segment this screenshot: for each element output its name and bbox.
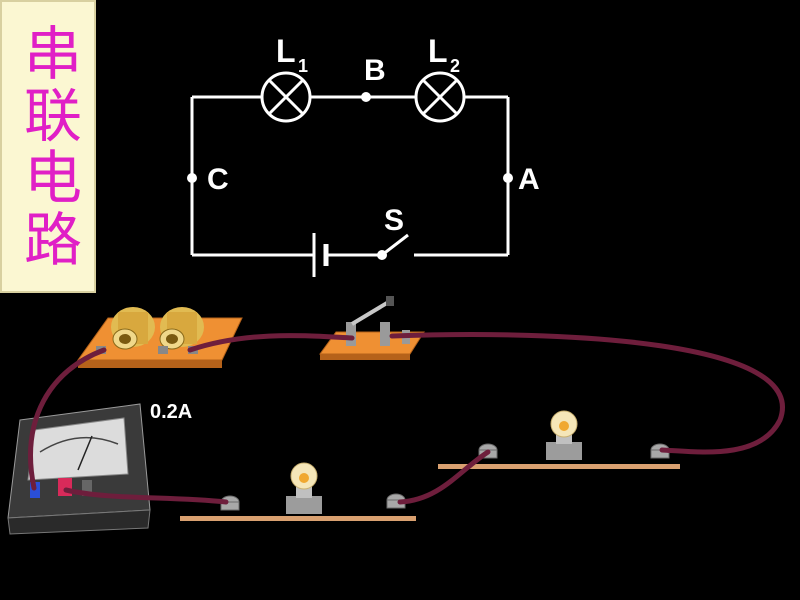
wire-coil-to-switch (187, 333, 355, 353)
lamp1-label: L (276, 33, 296, 69)
circuit-schematic (190, 71, 510, 277)
lamp-l2-symbol (414, 71, 466, 123)
title-box: 串联电路 (0, 0, 96, 293)
terminal-left-1-base (220, 501, 240, 511)
ammeter-reading: 0.2A (150, 401, 192, 423)
wire-ammeter-to-coil (28, 347, 107, 491)
wire-between-bulbs (397, 449, 491, 505)
slide-title: 串联电路 (14, 22, 82, 271)
switch-label: S (384, 204, 404, 237)
lamp1-subscript: 1 (298, 56, 308, 76)
point-a-dot (503, 173, 513, 183)
point-b-label: B (364, 54, 386, 87)
switch-lever (381, 233, 409, 257)
wire-switch-to-bulb-right (389, 332, 785, 455)
bulb-left (286, 462, 322, 514)
point-c-dot (187, 173, 197, 183)
wooden-strip-right (438, 464, 680, 469)
coil-cylinder-2 (159, 307, 204, 350)
knife-switch (319, 296, 425, 360)
point-a-label: A (518, 163, 540, 196)
point-b-dot (361, 92, 371, 102)
real-wires (28, 332, 785, 505)
coil-cylinder-1 (111, 307, 155, 350)
switch-pivot-dot (377, 250, 387, 260)
ammeter (7, 403, 151, 535)
lamp-l1-symbol (260, 71, 312, 123)
coil-board (77, 307, 243, 368)
bulb-right (546, 410, 582, 460)
wire-bulb-left-to-ammeter (63, 487, 229, 505)
wooden-strip-left (180, 516, 416, 521)
point-c-label: C (207, 163, 229, 196)
lamp2-subscript: 2 (450, 56, 460, 76)
lamp2-label: L (428, 33, 448, 69)
